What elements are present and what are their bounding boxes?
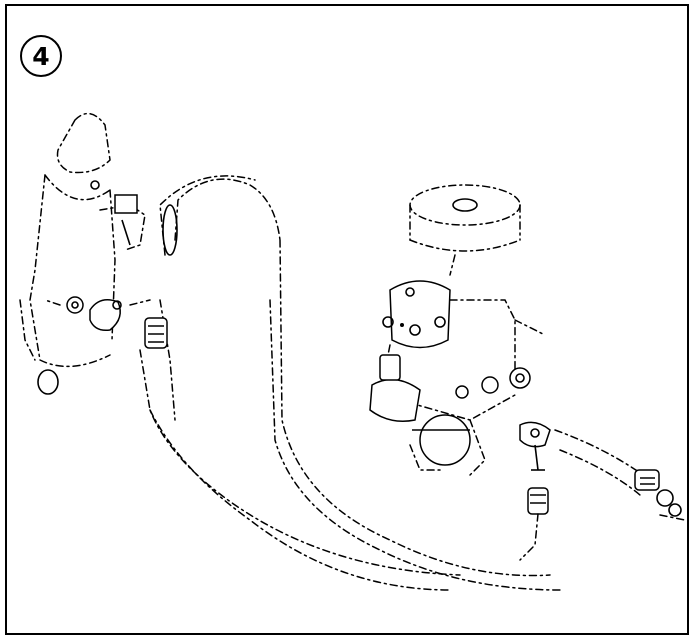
right-hose-fittings [554,429,686,521]
left-fittings [44,296,151,332]
pump-body [382,280,546,476]
u-shaped-hose [159,175,561,591]
step-number-badge: 4 [20,35,62,77]
lower-hose-loop [139,299,461,591]
pump-outlet-fittings [369,354,531,471]
left-reservoir [19,112,146,395]
center-right-fittings [519,421,551,561]
step-number: 4 [32,41,50,71]
pump-reservoir [409,184,521,276]
